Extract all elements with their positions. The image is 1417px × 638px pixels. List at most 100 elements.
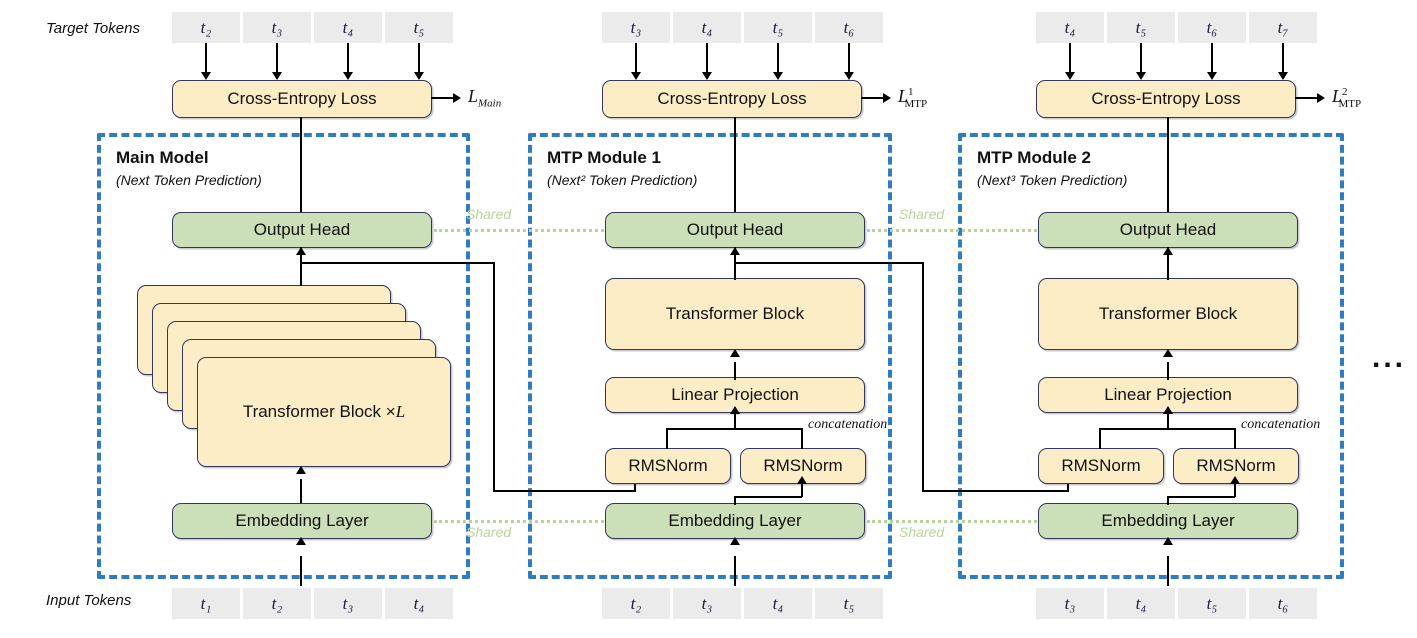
connector-line: [493, 490, 635, 492]
arrow-line: [1211, 43, 1213, 73]
concat-bracket: [801, 428, 803, 449]
arrow-head: [453, 93, 461, 103]
rmsnorm-left-box-mtp2[interactable]: RMSNorm: [1038, 448, 1164, 484]
cross-entropy-loss-box-main[interactable]: Cross-Entropy Loss: [172, 80, 432, 118]
input-tokens-main: t₁ t₂ t₃ t₄: [172, 588, 456, 619]
connector-line: [1167, 497, 1169, 505]
arrow-line: [276, 43, 278, 73]
connector-line: [1067, 478, 1069, 492]
token-chip: t₄: [314, 12, 382, 43]
connector-line: [300, 117, 302, 213]
token-chip: t₄: [673, 12, 741, 43]
arrow-head: [1278, 72, 1288, 80]
arrow-head: [1065, 72, 1075, 80]
arrow-head: [1317, 93, 1325, 103]
connector-line: [734, 414, 736, 430]
embedding-layer-box-mtp2[interactable]: Embedding Layer: [1038, 503, 1298, 539]
connector-line: [300, 262, 495, 264]
arrow-head: [296, 466, 306, 474]
arrow-line: [431, 97, 455, 99]
target-tokens-row-label: Target Tokens: [46, 20, 140, 37]
cross-entropy-loss-box-mtp1[interactable]: Cross-Entropy Loss: [602, 80, 862, 118]
token-chip: t₄: [1107, 588, 1175, 619]
token-chip: t₆: [815, 12, 883, 43]
shared-label-output-head-2: Shared: [899, 206, 945, 222]
rmsnorm-left-box-mtp1[interactable]: RMSNorm: [605, 448, 731, 484]
arrow-line: [1069, 43, 1071, 73]
module-title-mtp-module-2: MTP Module 2: [977, 148, 1091, 167]
loss-subscript: MTP: [1338, 97, 1362, 110]
module-frame-main-model: [97, 133, 470, 579]
shared-link-embedding-1: [434, 520, 604, 523]
token-chip: t₂: [602, 588, 670, 619]
transformer-block-box-main[interactable]: Transformer Block × L: [197, 357, 451, 467]
connector-line: [634, 478, 636, 492]
arrow-head: [631, 72, 641, 80]
token-chip: t₃: [602, 12, 670, 43]
transformer-block-box-mtp1[interactable]: Transformer Block: [605, 278, 865, 350]
connector-line: [922, 490, 1068, 492]
connector-line: [1167, 414, 1169, 430]
output-head-box-mtp2[interactable]: Output Head: [1038, 212, 1298, 248]
shared-link-output-head-2: [867, 229, 1037, 232]
arrow-head: [414, 72, 424, 80]
arrow-line: [347, 43, 349, 73]
module-title-main-model: Main Model: [116, 148, 209, 167]
arrow-line: [848, 43, 850, 73]
arrow-line: [300, 556, 302, 586]
shared-label-output-head-1: Shared: [466, 206, 512, 222]
loss-symbol: L: [468, 86, 479, 106]
module-frame-mtp-module-1: [528, 133, 892, 579]
connector-line: [300, 247, 302, 265]
arrow-line: [635, 43, 637, 73]
input-tokens-mtp1: t₂ t₃ t₄ t₅: [602, 588, 886, 619]
connector-line: [1234, 484, 1236, 497]
connector-line: [801, 484, 803, 497]
arrow-head: [730, 406, 740, 414]
input-tokens-mtp2: t₃ t₄ t₅ t₆: [1036, 588, 1320, 619]
module-title-mtp-module-1: MTP Module 1: [547, 148, 661, 167]
connector-line: [493, 262, 495, 491]
arrow-line: [418, 43, 420, 73]
token-chip: t₇: [1249, 12, 1317, 43]
output-head-box-mtp1[interactable]: Output Head: [605, 212, 865, 248]
loss-subscript: MTP: [904, 97, 928, 110]
token-chip: t₃: [673, 588, 741, 619]
arrow-head: [1163, 406, 1173, 414]
token-chip: t₁: [172, 588, 240, 619]
arrow-head: [773, 72, 783, 80]
arrow-line: [734, 556, 736, 586]
arrow-head: [296, 537, 306, 545]
token-chip: t₃: [243, 12, 311, 43]
connector-line: [734, 362, 736, 380]
loss-label-mtp2: L2MTP: [1332, 86, 1361, 110]
arrow-line: [706, 43, 708, 73]
output-head-box-main[interactable]: Output Head: [172, 212, 432, 248]
connector-line: [734, 262, 924, 264]
loss-label-main: LMain: [468, 86, 501, 110]
connector-line: [300, 479, 302, 505]
arrow-line: [1295, 97, 1319, 99]
arrow-head: [1163, 537, 1173, 545]
connector-line: [1167, 247, 1169, 280]
embedding-layer-box-main[interactable]: Embedding Layer: [172, 503, 432, 539]
connector-line: [734, 496, 802, 498]
token-chip: t₆: [1249, 588, 1317, 619]
cross-entropy-loss-box-mtp2[interactable]: Cross-Entropy Loss: [1036, 80, 1296, 118]
connector-line: [734, 117, 736, 213]
token-chip: t₃: [314, 588, 382, 619]
arrow-line: [1140, 43, 1142, 73]
transformer-block-box-mtp2[interactable]: Transformer Block: [1038, 278, 1298, 350]
token-chip: t₅: [1178, 588, 1246, 619]
token-chip: t₃: [1036, 588, 1104, 619]
module-subtitle-mtp-module-1: (Next² Token Prediction): [547, 172, 698, 188]
token-chip: t₅: [385, 12, 453, 43]
connector-line: [734, 497, 736, 505]
arrow-line: [1282, 43, 1284, 73]
arrow-head: [201, 72, 211, 80]
concat-bracket: [1099, 428, 1101, 449]
embedding-layer-box-mtp1[interactable]: Embedding Layer: [605, 503, 865, 539]
target-tokens-mtp1: t₃ t₄ t₅ t₆: [602, 12, 886, 43]
arrow-head: [730, 537, 740, 545]
